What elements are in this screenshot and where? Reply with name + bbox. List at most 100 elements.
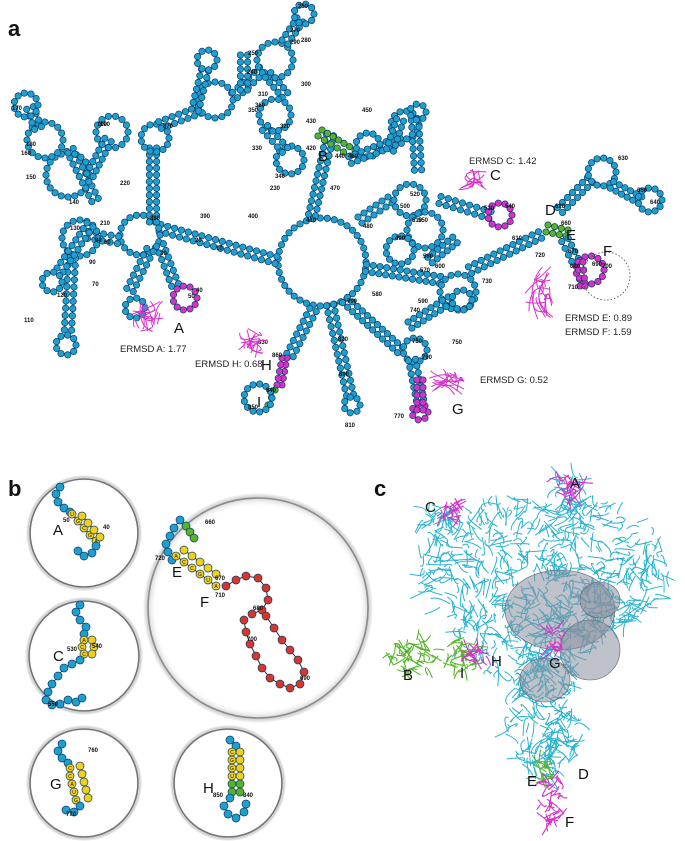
zoom-nucleotide xyxy=(57,739,67,749)
nucleotide xyxy=(43,178,51,186)
motif-strand xyxy=(545,625,553,635)
motif-strand xyxy=(462,651,479,659)
struct-label-c: C xyxy=(425,499,436,516)
nucleotide xyxy=(262,382,270,391)
motif-strand xyxy=(436,515,443,527)
zoom-num-ef-6: 700 xyxy=(247,637,258,643)
ribbon-segment xyxy=(657,569,660,581)
ribbon-segment xyxy=(510,566,514,588)
nucleotide xyxy=(211,78,219,86)
nucleotide xyxy=(132,211,141,219)
ribbon-segment xyxy=(523,762,537,765)
nucleotide xyxy=(43,164,51,172)
ribbon-segment xyxy=(503,553,508,563)
ribbon-segment xyxy=(528,745,532,767)
ribbon-segment xyxy=(561,699,568,718)
ribbon-segment xyxy=(481,536,485,556)
ribbon-strand xyxy=(539,280,544,295)
nucleotide xyxy=(63,262,71,270)
nucleotide xyxy=(397,123,405,131)
motif-strand xyxy=(426,667,433,679)
ribbon-segment xyxy=(419,555,425,567)
motif-strand xyxy=(485,655,492,666)
ribbon-segment xyxy=(564,527,567,541)
nucleotide xyxy=(218,113,226,121)
nucleotide xyxy=(579,258,587,266)
nucleotide xyxy=(70,276,78,284)
motif-strand xyxy=(463,668,468,681)
ribbon-segment xyxy=(617,536,626,540)
ribbon-segment xyxy=(546,728,556,737)
ribbon-segment xyxy=(476,508,485,523)
nucleotide xyxy=(236,51,244,59)
nucleotide-number: 110 xyxy=(24,318,34,324)
motif-strand xyxy=(556,491,564,496)
nucleotide xyxy=(155,118,163,126)
nucleotide xyxy=(205,46,213,54)
nucleotide xyxy=(308,16,316,24)
svg-text:C: C xyxy=(82,652,86,658)
nucleotide xyxy=(191,92,199,100)
nucleotide xyxy=(354,312,362,320)
ribbon-segment xyxy=(454,558,472,561)
ribbon-segment xyxy=(542,538,560,542)
svg-text:C: C xyxy=(182,560,186,566)
nucleotide xyxy=(92,167,100,175)
nucleotide-number: 650 xyxy=(637,188,648,194)
zoom-nucleotide xyxy=(67,659,77,669)
nucleotide xyxy=(279,84,288,92)
nucleotide-number: 150 xyxy=(26,175,37,181)
ribbon-strand xyxy=(136,311,159,322)
nucleotide xyxy=(610,161,618,170)
nucleotide xyxy=(146,254,154,262)
nucleotide-number: 800 xyxy=(339,372,350,378)
ribbon-segment xyxy=(519,536,528,546)
nucleotide-layer xyxy=(10,0,666,424)
nucleotide xyxy=(230,248,238,256)
nucleotide xyxy=(317,185,326,193)
nucleotide xyxy=(35,116,43,124)
nucleotide xyxy=(277,275,286,283)
nucleotide xyxy=(244,58,252,66)
nucleotide xyxy=(396,208,404,217)
ribbon-segment xyxy=(483,670,492,675)
ribbon-segment xyxy=(559,526,580,535)
ribbon-strand xyxy=(239,332,259,340)
nucleotide-number: 560 xyxy=(423,254,434,260)
motif-label-g: G xyxy=(452,401,464,418)
ribbon-segment xyxy=(413,505,427,513)
ribbon-segment xyxy=(465,538,474,543)
ribbon-segment xyxy=(504,559,510,574)
nucleotide xyxy=(43,287,51,295)
nucleotide-number: 740 xyxy=(410,308,421,314)
nucleotide xyxy=(422,277,430,285)
zoom-num-h-2: 840 xyxy=(243,793,254,799)
nucleotide xyxy=(184,228,192,236)
nucleotide xyxy=(68,326,76,334)
nucleotide xyxy=(186,305,194,313)
nucleotide xyxy=(223,246,231,254)
nucleotide xyxy=(419,391,427,399)
nucleotide-number: 370 xyxy=(163,124,174,130)
panel-label-c: c xyxy=(374,476,386,501)
motif-strand xyxy=(418,660,429,664)
nucleotide xyxy=(561,244,569,252)
zoom-nucleotide: A xyxy=(67,779,77,789)
nucleotide xyxy=(322,165,330,173)
zoom-nucleotide xyxy=(55,699,65,709)
nucleotide xyxy=(54,149,62,157)
ribbon-segment xyxy=(532,651,548,657)
nucleotide xyxy=(191,112,199,120)
ribbon-segment xyxy=(423,553,440,559)
motif-strand xyxy=(546,822,550,832)
nucleotide xyxy=(423,270,431,278)
zoom-nucleotide xyxy=(89,525,99,535)
zoom-nucleotide xyxy=(77,693,87,703)
ribbon-segment xyxy=(545,715,566,726)
ribbon-segment xyxy=(547,730,553,750)
nucleotide xyxy=(194,59,202,67)
ribbon-segment xyxy=(551,531,564,538)
nucleotide xyxy=(98,155,106,163)
nucleotide-number: 350 xyxy=(248,108,259,114)
motif-strand xyxy=(471,664,477,671)
